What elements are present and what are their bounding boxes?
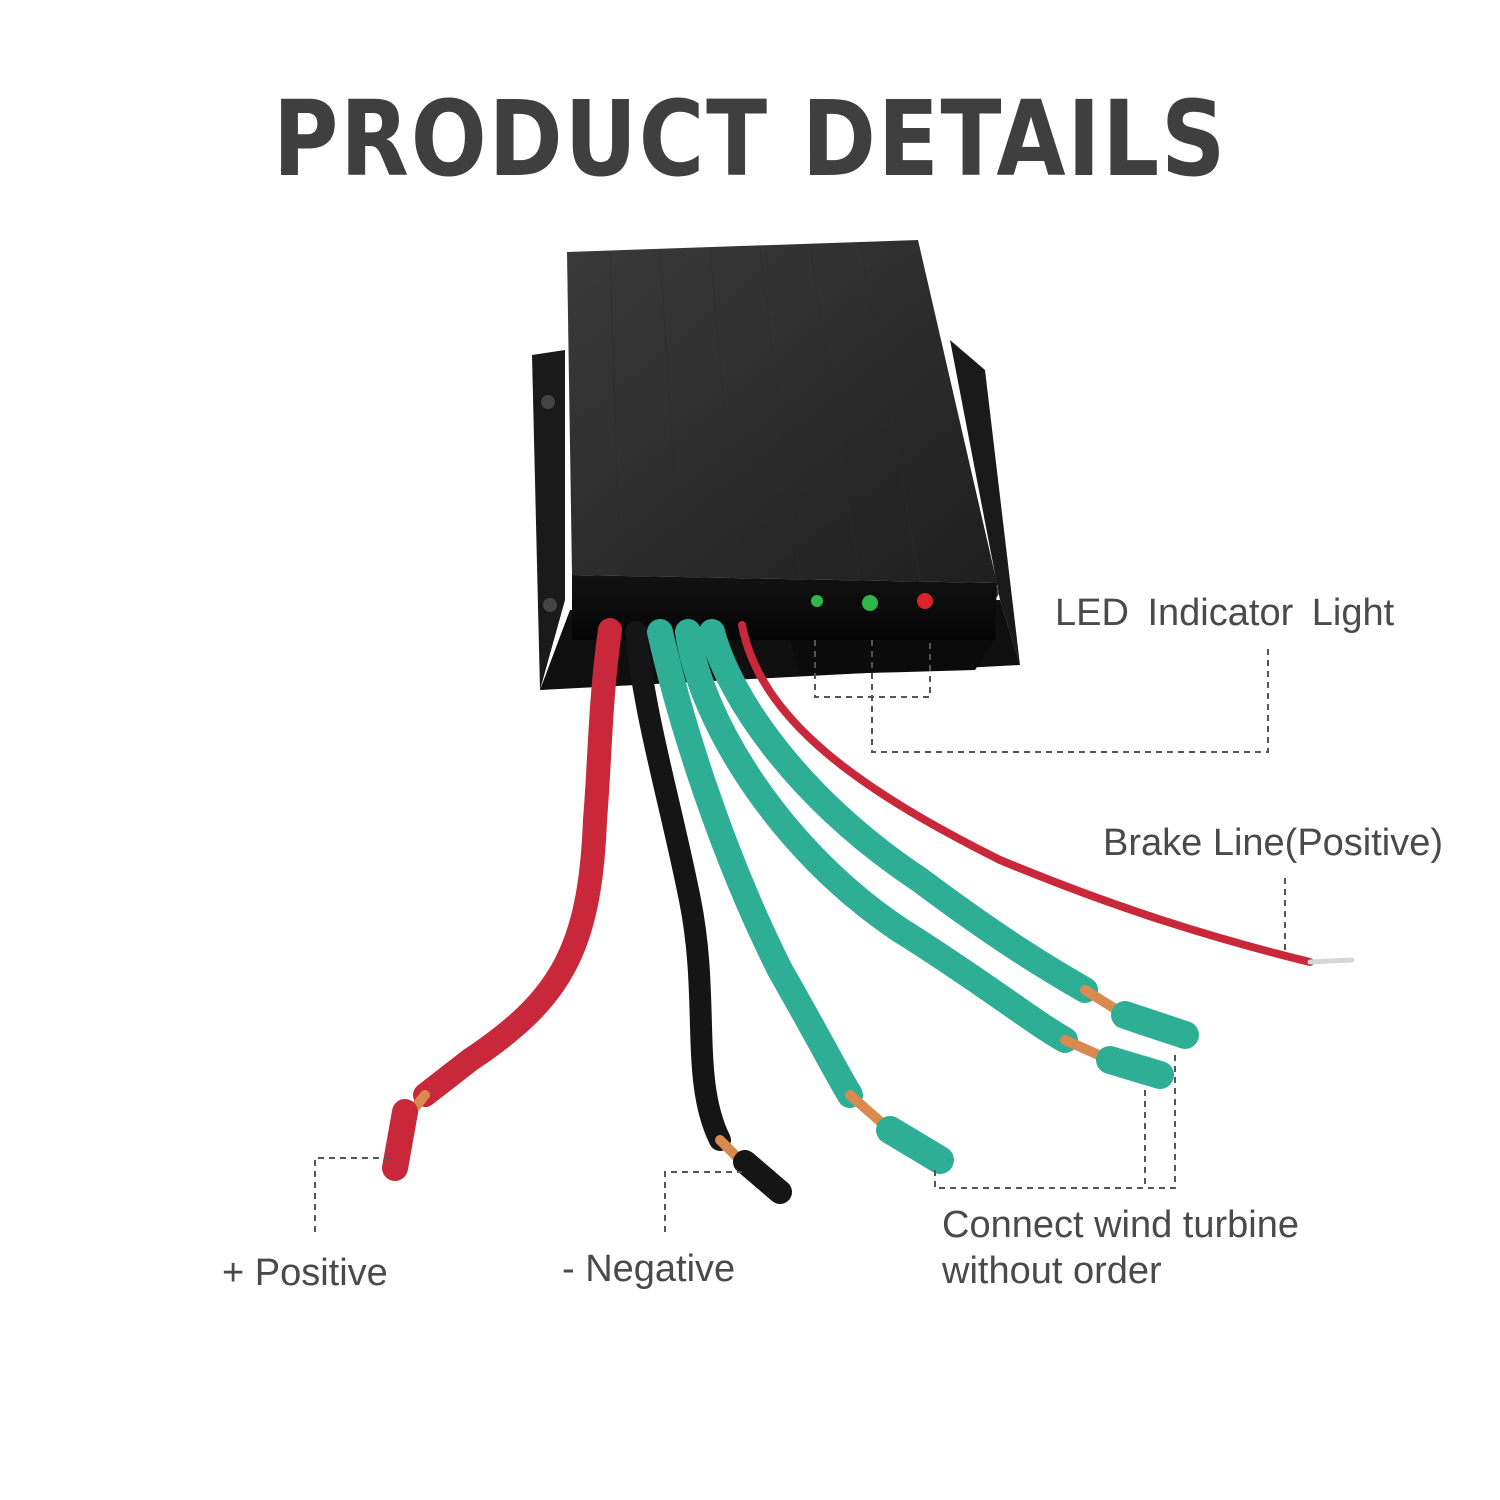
led-indicator-label: LED Indicator Light [1055, 592, 1395, 634]
led-red-icon [917, 593, 933, 609]
leader-lines [314, 640, 1286, 1232]
led-green-2-icon [862, 595, 878, 611]
connect-turbine-label: Connect wind turbine without order [942, 1202, 1299, 1294]
brake-line-label: Brake Line(Positive) [1103, 822, 1444, 864]
page-title: PRODUCT DETAILS [272, 78, 1228, 200]
wires [382, 618, 1355, 1204]
controller-housing [567, 240, 997, 675]
connect-turbine-line1: Connect wind turbine [942, 1204, 1299, 1246]
positive-label: + Positive [222, 1252, 388, 1294]
led-green-1-icon [811, 595, 823, 607]
negative-label: - Negative [562, 1248, 736, 1290]
connect-turbine-line2: without order [942, 1250, 1162, 1292]
